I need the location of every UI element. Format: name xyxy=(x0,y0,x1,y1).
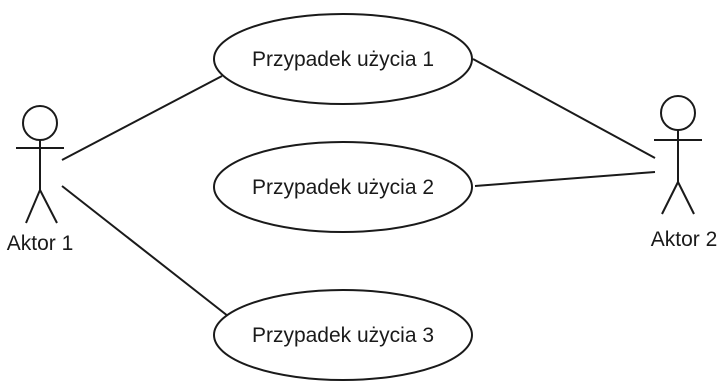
actor-1-stick-figure xyxy=(16,105,64,224)
use-case-3-ellipse xyxy=(213,289,473,381)
use-case-1-label: Przypadek użycia 1 xyxy=(252,48,434,71)
association-actor1-usecase3 xyxy=(61,185,234,321)
use-case-2-label: Przypadek użycia 2 xyxy=(252,176,434,199)
use-case-1-ellipse xyxy=(213,13,473,105)
actor-1-label: Aktor 1 xyxy=(7,232,74,255)
actor-1[interactable]: Aktor 1 xyxy=(7,105,74,255)
actor-2-stick-figure xyxy=(654,95,702,215)
use-case-2[interactable]: Przypadek użycia 2 xyxy=(213,141,473,233)
use-case-3[interactable]: Przypadek użycia 3 xyxy=(213,289,473,381)
actor-2[interactable]: Aktor 2 xyxy=(651,95,718,251)
association-actor2-usecase1 xyxy=(472,58,656,159)
use-case-2-ellipse xyxy=(213,141,473,233)
association-actor1-usecase1 xyxy=(61,75,223,161)
use-case-1[interactable]: Przypadek użycia 1 xyxy=(213,13,473,105)
association-actor2-usecase2 xyxy=(474,171,656,187)
actor-2-label: Aktor 2 xyxy=(651,228,718,251)
use-case-3-label: Przypadek użycia 3 xyxy=(252,324,434,347)
